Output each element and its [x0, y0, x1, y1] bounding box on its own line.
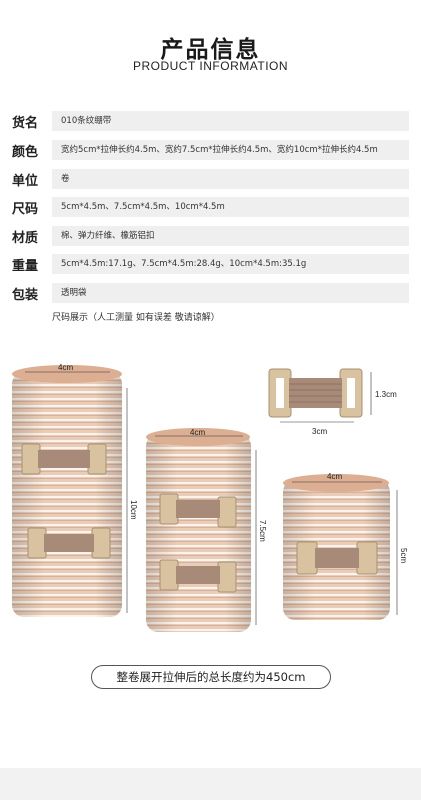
- spec-label: 尺码: [12, 202, 39, 217]
- spec-label: 单位: [12, 174, 39, 189]
- medium-height-dimension: 7.5cm: [255, 450, 267, 625]
- elastic-clip-sample: [268, 368, 363, 418]
- spec-label: 材质: [12, 231, 39, 246]
- dimension-label: 7.5cm: [258, 520, 267, 542]
- spec-value: 5cm*4.5m、7.5cm*4.5m、10cm*4.5m: [52, 197, 409, 217]
- page-title: 产品信息: [160, 37, 261, 63]
- dimension-label: 1.3cm: [375, 390, 397, 399]
- small-width-dimension: 4cm: [292, 472, 382, 483]
- spec-label: 包装: [12, 288, 39, 303]
- metal-clip-icon: [27, 527, 111, 559]
- metal-clip-icon: [296, 541, 378, 575]
- metal-clip-icon: [21, 443, 107, 475]
- spec-label: 颜色: [12, 145, 39, 160]
- spec-row-packaging: 包装 透明袋: [12, 283, 409, 303]
- spec-row-unit: 单位 卷: [12, 169, 409, 189]
- spec-row-weight: 重量 5cm*4.5m:17.1g、7.5cm*4.5m:28.4g、10cm*…: [12, 254, 409, 274]
- product-size-illustration: 4cm 10cm 4cm 7.5cm: [12, 363, 408, 632]
- dimension-label: 10cm: [129, 500, 138, 520]
- spec-row-material: 材质 棉、弹力纤维、橡筋铝扣: [12, 226, 409, 246]
- medium-width-dimension: 4cm: [155, 428, 243, 437]
- large-height-dimension: 10cm: [126, 388, 138, 613]
- page-subtitle: PRODUCT INFORMATION: [132, 59, 289, 73]
- total-length-badge: 整卷展开拉伸后的总长度约为450cm: [91, 665, 331, 689]
- size-note: 尺码展示（人工测量 如有误差 敬请谅解）: [52, 313, 220, 323]
- spec-value: 透明袋: [52, 283, 409, 303]
- spec-label: 重量: [12, 259, 39, 274]
- spec-value: 5cm*4.5m:17.1g、7.5cm*4.5m:28.4g、10cm*4.5…: [52, 254, 409, 274]
- dimension-label: 5cm: [399, 548, 408, 563]
- large-width-dimension: 4cm: [25, 363, 110, 373]
- dimension-label: 4cm: [58, 363, 73, 372]
- spec-value: 010条纹绷带: [52, 111, 409, 131]
- spec-label: 货名: [12, 116, 39, 131]
- spec-value: 宽约5cm*拉伸长约4.5m、宽约7.5cm*拉伸长约4.5m、宽约10cm*拉…: [52, 140, 409, 160]
- dimension-label: 4cm: [327, 472, 342, 481]
- spec-value: 棉、弹力纤维、橡筋铝扣: [52, 226, 409, 246]
- spec-value: 卷: [52, 169, 409, 189]
- spec-row-name: 货名 010条纹绷带: [12, 111, 409, 131]
- spec-row-color: 颜色 宽约5cm*拉伸长约4.5m、宽约7.5cm*拉伸长约4.5m、宽约10c…: [12, 140, 409, 160]
- footer-band: [0, 768, 421, 800]
- dimension-label: 3cm: [312, 427, 327, 436]
- large-bandage-roll: [12, 365, 122, 617]
- clip-height-dimension: 1.3cm: [370, 372, 397, 415]
- metal-clip-icon: [159, 559, 237, 593]
- medium-bandage-roll: [146, 428, 251, 632]
- dimension-label: 4cm: [190, 428, 205, 437]
- clip-width-dimension: 3cm: [280, 421, 354, 436]
- small-bandage-roll: [283, 474, 390, 620]
- spec-row-size: 尺码 5cm*4.5m、7.5cm*4.5m、10cm*4.5m: [12, 197, 409, 217]
- metal-clip-icon: [159, 493, 237, 528]
- small-height-dimension: 5cm: [396, 490, 408, 615]
